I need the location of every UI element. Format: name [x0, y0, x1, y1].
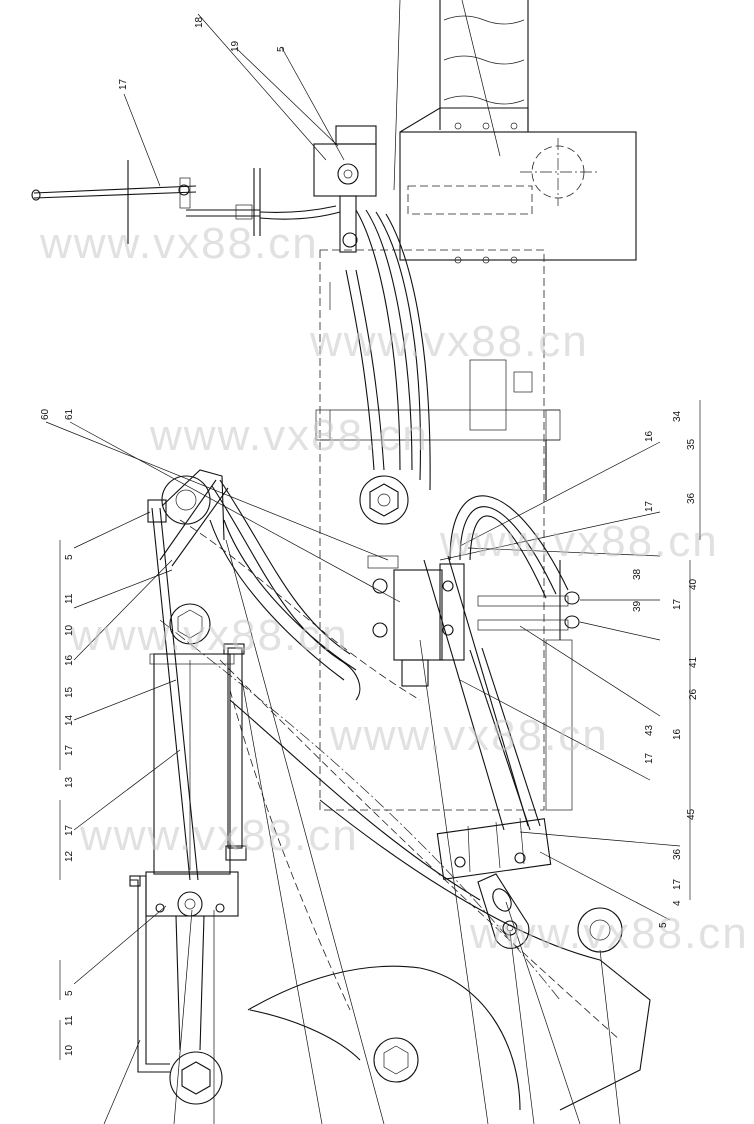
callout-label: 15 — [64, 686, 75, 698]
callout-label: 10 — [64, 624, 75, 636]
watermark-text: www.vx88.cn — [469, 909, 749, 958]
callout-label: 16 — [644, 430, 655, 442]
loader-arm — [159, 619, 651, 1111]
callout-label: 17 — [64, 744, 75, 756]
hose-bundle — [345, 209, 580, 631]
watermark-text: www.vx88.cn — [79, 811, 359, 860]
callout-label: 17 — [64, 824, 75, 836]
distribution-valve — [367, 555, 465, 687]
callout-label: 12 — [64, 850, 75, 862]
callout-label: 43 — [644, 724, 655, 736]
callout-label: 16 — [64, 654, 75, 666]
callout-label: 13 — [64, 776, 75, 788]
callout-label: 10 — [64, 1044, 75, 1056]
callout-label: 40 — [688, 578, 699, 590]
callout-label: 19 — [230, 40, 241, 52]
callout-label: 5 — [64, 554, 75, 560]
callout-label: 17 — [644, 752, 655, 764]
callout-label: 5 — [276, 46, 287, 52]
callout-label: 17 — [644, 500, 655, 512]
callout-label: 4 — [672, 900, 683, 906]
callout-label: 36 — [672, 848, 683, 860]
callout-label: 60 — [40, 408, 51, 420]
watermark-layer: www.vx88.cn www.vx88.cn www.vx88.cn www.… — [39, 219, 749, 958]
callout-label: 5 — [658, 922, 669, 928]
callout-label: 34 — [672, 410, 683, 422]
callout-label: 17 — [672, 598, 683, 610]
callout-label: 18 — [194, 16, 205, 28]
callout-label: 17 — [118, 78, 129, 90]
right-cylinder — [423, 555, 552, 949]
callout-label: 16 — [672, 728, 683, 740]
callout-ticks — [59, 400, 701, 1060]
watermark-text: www.vx88.cn — [39, 219, 319, 268]
callout-label: 11 — [64, 1015, 75, 1026]
callout-label: 45 — [686, 808, 697, 820]
callout-label: 38 — [632, 568, 643, 580]
callout-label: 61 — [64, 408, 75, 420]
chassis-frame — [315, 0, 637, 811]
control-lever — [31, 160, 261, 244]
callout-label: 17 — [672, 878, 683, 890]
callout-label: 11 — [64, 593, 75, 604]
watermark-text: www.vx88.cn — [439, 517, 719, 566]
watermark-text: www.vx88.cn — [329, 711, 609, 760]
callout-label: 36 — [686, 492, 697, 504]
callout-label: 5 — [64, 990, 75, 996]
callout-label: 35 — [686, 438, 697, 450]
left-cylinder — [129, 469, 421, 1105]
leader-lines — [45, 0, 681, 1124]
callout-label: 14 — [64, 714, 75, 726]
boom-pivot — [359, 475, 409, 525]
callout-label: 41 — [688, 656, 699, 668]
control-valve — [259, 125, 377, 253]
callout-label: 26 — [688, 688, 699, 700]
callout-label: 39 — [632, 600, 643, 612]
watermark-text: www.vx88.cn — [69, 611, 349, 660]
watermark-text: www.vx88.cn — [149, 411, 429, 460]
watermark-text: www.vx88.cn — [309, 317, 589, 366]
callout-labels: 17 18 19 5 60 61 16 34 17 35 36 38 39 17… — [40, 16, 699, 1056]
